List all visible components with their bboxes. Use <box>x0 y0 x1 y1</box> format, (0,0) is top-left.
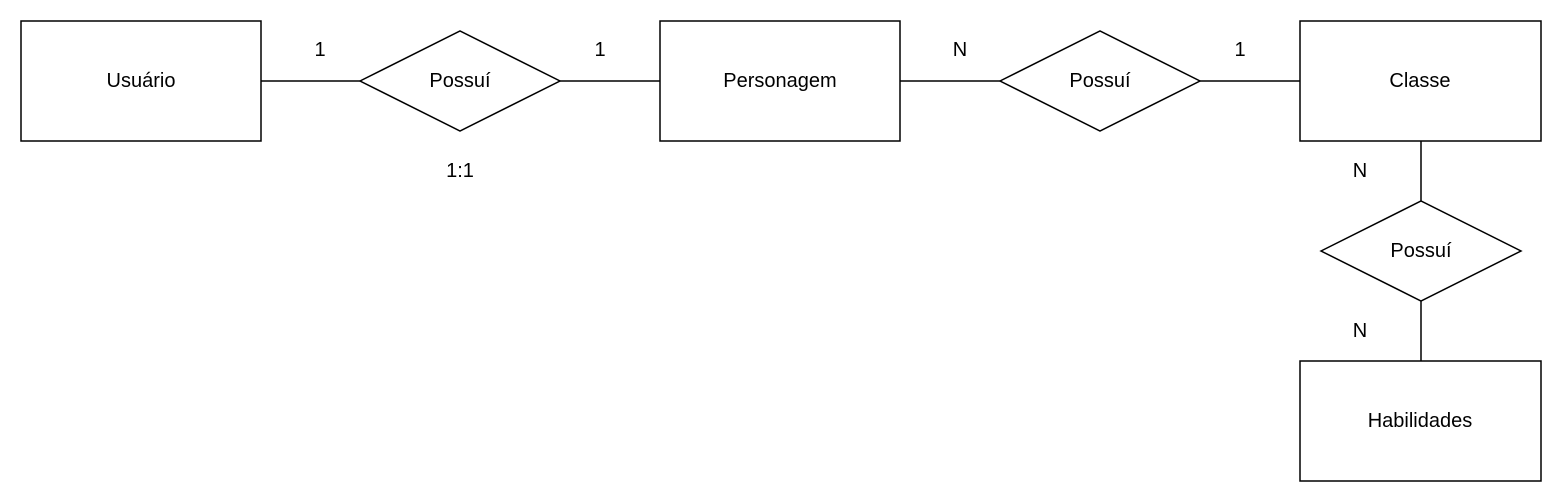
cardinality-habilidades: N <box>1353 320 1367 342</box>
entity-habilidades[interactable]: Habilidades <box>1299 360 1542 482</box>
relationship-usuario-personagem[interactable]: Possuí <box>358 30 562 132</box>
entity-classe-label: Classe <box>1389 70 1450 92</box>
relationship-personagem-classe[interactable]: Possuí <box>998 30 1202 132</box>
cardinality-classe-bottom: N <box>1353 160 1367 182</box>
relationship-usuario-personagem-label: Possuí <box>429 70 491 92</box>
entity-personagem-label: Personagem <box>723 70 836 92</box>
relationship-personagem-classe-label: Possuí <box>1069 70 1131 92</box>
cardinality-ratio-usuario-personagem: 1:1 <box>446 160 474 182</box>
cardinality-personagem-left: 1 <box>594 39 605 61</box>
entity-classe[interactable]: Classe <box>1299 20 1542 142</box>
entity-usuario-label: Usuário <box>107 70 176 92</box>
entity-personagem[interactable]: Personagem <box>659 20 901 142</box>
relationship-classe-habilidades-label: Possuí <box>1390 240 1452 262</box>
cardinality-personagem-right: N <box>953 39 967 61</box>
cardinality-usuario: 1 <box>314 39 325 61</box>
cardinality-labels: 1 1 1:1 N 1 N N <box>314 39 1367 342</box>
relationship-classe-habilidades[interactable]: Possuí <box>1319 200 1523 302</box>
cardinality-classe-left: 1 <box>1234 39 1245 61</box>
entity-usuario[interactable]: Usuário <box>20 20 262 142</box>
connectors <box>261 80 1422 361</box>
entity-habilidades-label: Habilidades <box>1368 410 1473 432</box>
